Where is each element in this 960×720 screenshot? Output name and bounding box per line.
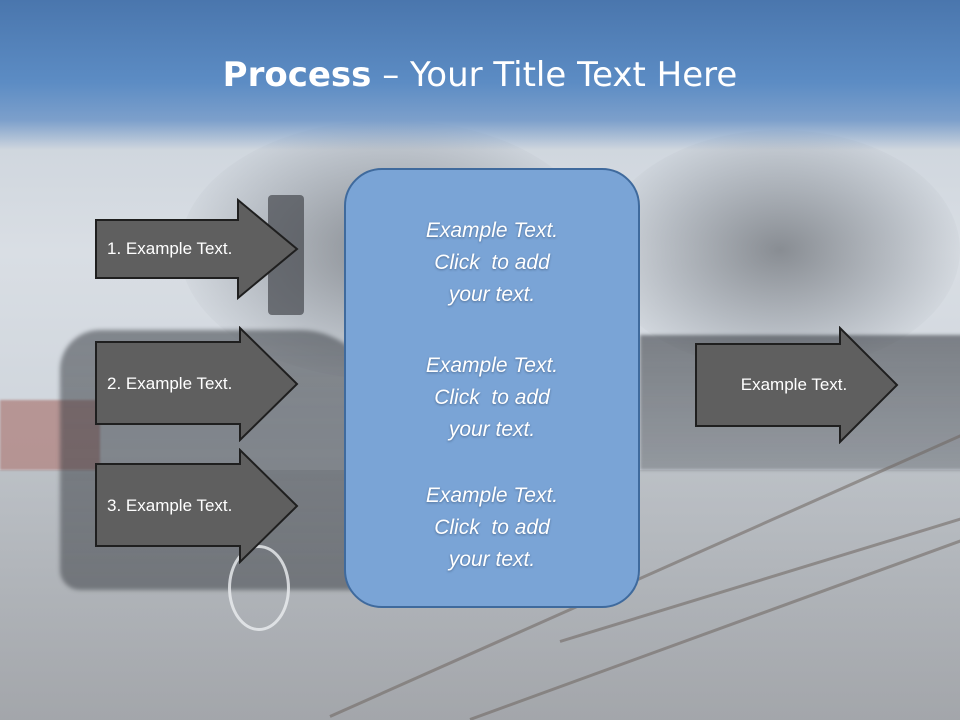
content-line: Example Text. — [425, 219, 559, 242]
content-block-1[interactable]: Example Text. Click to add your text. — [346, 215, 638, 311]
content-line: Example Text. — [425, 354, 559, 377]
content-line: your text. — [448, 418, 536, 441]
content-line: Click to add — [434, 386, 550, 409]
arrow-shape — [695, 326, 899, 444]
arrow-label: 2. Example Text. — [107, 374, 233, 393]
arrow-label: 1. Example Text. — [107, 239, 233, 258]
content-line: Click to add — [434, 516, 550, 539]
title-band — [0, 0, 960, 150]
arrow-label: Example Text. — [740, 375, 848, 394]
arrow-step-3[interactable]: 3. Example Text. — [94, 448, 299, 564]
arrow-shape — [95, 198, 299, 300]
arrow-step-1[interactable]: 1. Example Text. — [94, 198, 299, 300]
content-block-3[interactable]: Example Text. Click to add your text. — [346, 480, 638, 576]
content-box[interactable]: Example Text. Click to add your text. Ex… — [344, 168, 640, 608]
slide-title: Process – Your Title Text Here — [0, 52, 960, 98]
title-bold: Process — [222, 55, 372, 95]
arrow-shape — [95, 326, 299, 442]
content-line: your text. — [448, 283, 536, 306]
title-dash: – — [371, 55, 411, 95]
arrow-label: 3. Example Text. — [107, 496, 233, 515]
content-line: Example Text. — [425, 484, 559, 507]
arrow-shape — [95, 448, 299, 564]
locomotive-wheel — [228, 545, 290, 631]
smoke-cloud — [600, 130, 960, 370]
title-rest: Your Title Text Here — [410, 55, 738, 95]
content-line: Click to add — [434, 251, 550, 274]
content-line: your text. — [448, 548, 536, 571]
content-block-2[interactable]: Example Text. Click to add your text. — [346, 350, 638, 446]
arrow-step-2[interactable]: 2. Example Text. — [94, 326, 299, 442]
arrow-result[interactable]: Example Text. — [694, 326, 900, 444]
